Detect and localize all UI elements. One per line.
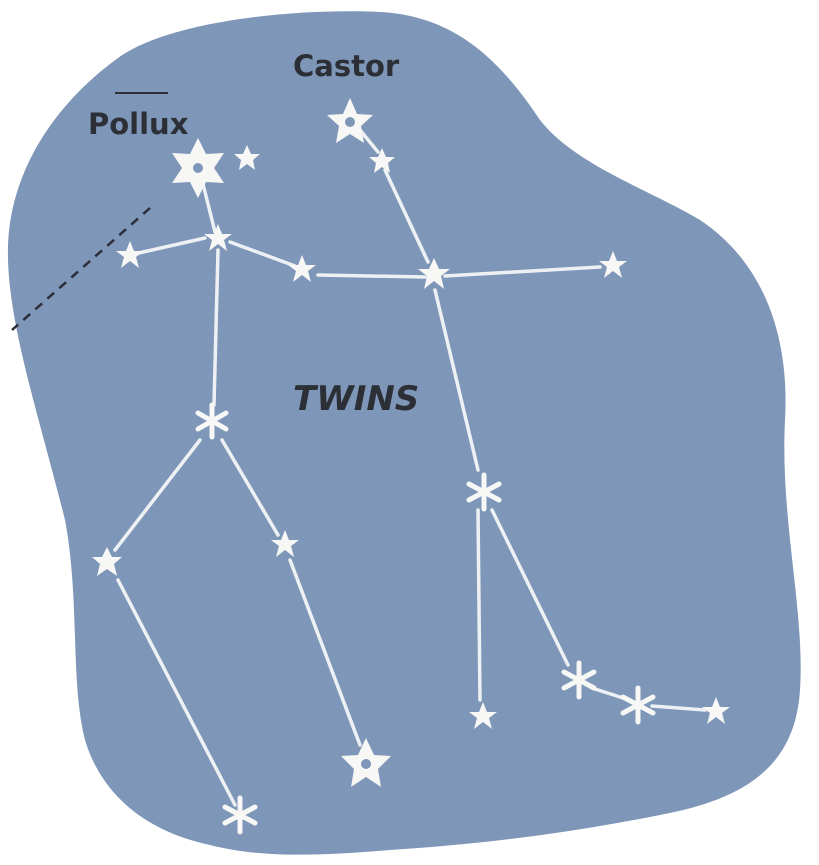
castor-label: Castor: [293, 49, 400, 83]
pollux-label: Pollux: [88, 107, 189, 141]
constellation-label: TWINS: [293, 379, 419, 419]
